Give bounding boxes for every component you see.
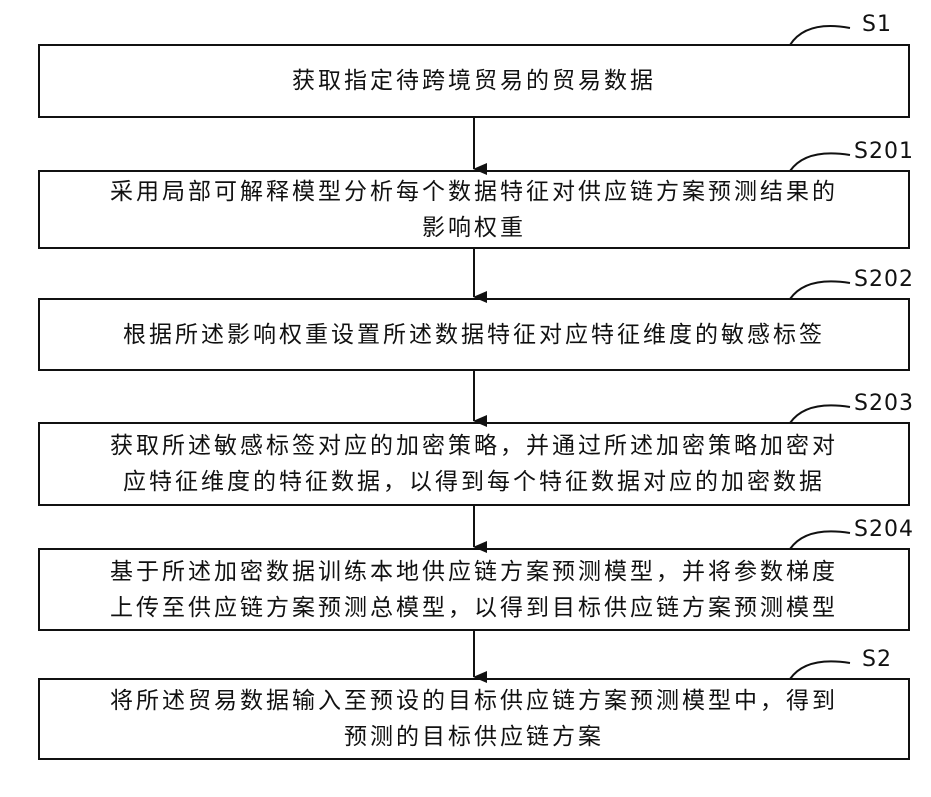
leader-s204 (790, 531, 850, 549)
leader-s201 (790, 153, 850, 171)
step-label-s201: S201 (854, 139, 914, 164)
step-label-s203: S203 (854, 391, 914, 416)
step-text-s1: 获取指定待跨境贸易的贸易数据 (40, 46, 908, 116)
step-label-s202: S202 (854, 267, 914, 292)
leader-s202 (790, 281, 850, 299)
step-text-s203: 获取所述敏感标签对应的加密策略，并通过所述加密策略加密对 应特征维度的特征数据，… (40, 424, 908, 504)
step-label-s2: S2 (862, 647, 892, 672)
leader-s203 (790, 405, 850, 423)
step-text-s201: 采用局部可解释模型分析每个数据特征对供应链方案预测结果的 影响权重 (40, 172, 908, 247)
leader-s1 (790, 26, 850, 45)
step-text-s2: 将所述贸易数据输入至预设的目标供应链方案预测模型中，得到 预测的目标供应链方案 (40, 680, 908, 758)
step-text-s202: 根据所述影响权重设置所述数据特征对应特征维度的敏感标签 (40, 300, 908, 369)
step-label-s1: S1 (862, 12, 892, 37)
step-label-s204: S204 (854, 517, 914, 542)
step-text-s204: 基于所述加密数据训练本地供应链方案预测模型，并将参数梯度 上传至供应链方案预测总… (40, 550, 908, 629)
leader-s2 (790, 661, 850, 679)
